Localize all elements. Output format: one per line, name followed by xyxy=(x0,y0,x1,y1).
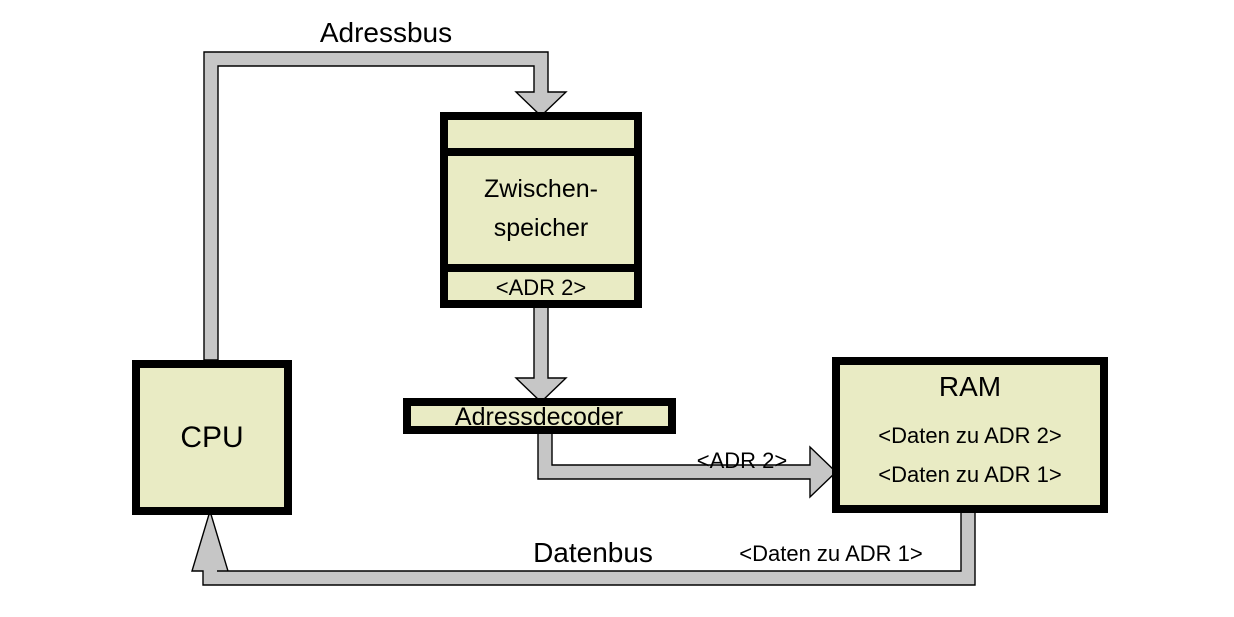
node-cpu[interactable]: CPU xyxy=(132,360,292,515)
cpu-box-fill xyxy=(132,360,292,515)
edge-adressdecoder-to-ram xyxy=(537,429,838,499)
datenbus-label: Datenbus xyxy=(533,537,653,568)
adressdecoder-box-border xyxy=(403,398,676,434)
adressdecoder-label: Adressdecoder xyxy=(455,403,623,431)
node-zwischenspeicher[interactable]: Zwischen- speicher <ADR 2> xyxy=(440,112,642,308)
ram-box-fill xyxy=(832,357,1108,513)
cpu-label: CPU xyxy=(180,421,243,454)
edge-zwischenspeicher-to-adressdecoder xyxy=(514,299,568,403)
ram-cell-adr2: <Daten zu ADR 2> xyxy=(878,423,1061,448)
decoder-ram-band xyxy=(537,429,838,499)
edge-adressbus xyxy=(203,51,568,361)
datenbus-band xyxy=(191,508,976,586)
adressbus-label: Adressbus xyxy=(320,17,452,48)
zwischenspeicher-adr-cell: <ADR 2> xyxy=(496,275,587,300)
zs-decoder-band xyxy=(514,299,568,403)
zwischenspeicher-label-line2: speicher xyxy=(494,214,589,242)
ram-box-border xyxy=(832,357,1108,513)
cpu-box-border xyxy=(132,360,292,515)
zwischenspeicher-label-line1: Zwischen- xyxy=(484,175,598,203)
decoder-to-ram-label: <ADR 2> xyxy=(697,448,788,473)
datenbus-payload-label: <Daten zu ADR 1> xyxy=(739,541,922,566)
adressbus-band xyxy=(203,51,568,361)
ram-label: RAM xyxy=(939,371,1001,402)
zwischenspeicher-box-fill xyxy=(440,112,642,308)
node-adressdecoder[interactable]: Adressdecoder xyxy=(403,398,676,434)
ram-cell-adr1: <Daten zu ADR 1> xyxy=(878,462,1061,487)
node-ram[interactable]: RAM <Daten zu ADR 2> <Daten zu ADR 1> xyxy=(832,357,1108,513)
edge-datenbus xyxy=(191,508,976,586)
zwischenspeicher-box-border xyxy=(440,112,642,308)
